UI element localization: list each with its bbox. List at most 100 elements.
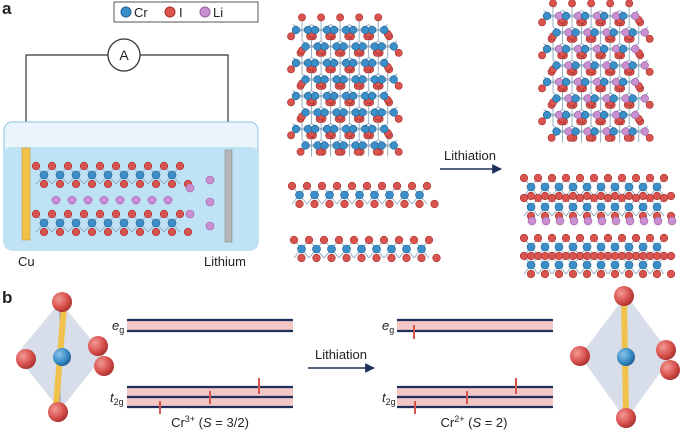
- cr-atom: [628, 94, 637, 103]
- i-atom: [183, 227, 193, 237]
- cr-atom: [628, 61, 637, 70]
- i-atom: [327, 253, 336, 263]
- cr-atom: [402, 244, 411, 254]
- cr-atom: [135, 218, 145, 228]
- cr-atom: [297, 244, 306, 254]
- cr-atom: [295, 190, 304, 200]
- cr-atom: [340, 190, 349, 200]
- i-atom: [432, 253, 441, 263]
- i-atom: [603, 233, 613, 243]
- octahedron-right: [570, 286, 680, 428]
- i-atom: [519, 233, 529, 243]
- cr-atom: [339, 141, 348, 150]
- li-atom: [564, 61, 573, 70]
- wire-left: [25, 54, 108, 148]
- cr-atom: [571, 127, 580, 136]
- cr-atom: [119, 170, 129, 180]
- i-atom: [349, 235, 359, 245]
- cr-atom: [542, 44, 552, 54]
- i-atom: [547, 193, 557, 203]
- i-atom: [561, 251, 571, 261]
- i-atom: [666, 191, 676, 201]
- li-atom: [593, 77, 602, 87]
- cr-atom: [387, 244, 396, 254]
- cell-crystal: [31, 161, 215, 237]
- i-atom: [533, 233, 543, 243]
- cr-atom: [582, 202, 592, 212]
- cr-atom: [580, 11, 590, 21]
- cr-atom: [103, 218, 113, 228]
- cr-atom: [526, 182, 536, 192]
- i-atom: [287, 181, 297, 191]
- i-atom: [103, 227, 113, 237]
- cr-atom: [600, 44, 609, 54]
- li-atom: [574, 110, 583, 120]
- cr-atom: [590, 28, 599, 37]
- eg-label-right: eg: [382, 318, 394, 335]
- i-atom: [575, 251, 585, 261]
- legend-li-swatch: [199, 6, 211, 18]
- lithiated-top-view: [538, 0, 654, 143]
- i-atom: [645, 233, 655, 243]
- i-atom: [652, 269, 662, 279]
- circuit-wires: [25, 54, 229, 150]
- cr-atom: [554, 182, 564, 192]
- cr-atom: [310, 25, 320, 35]
- cr-atom: [609, 28, 618, 37]
- i-atom: [526, 251, 536, 261]
- cr-atom: [368, 124, 377, 134]
- lithium-label: Lithium: [204, 254, 246, 269]
- i-atom: [610, 251, 620, 261]
- i-atom: [568, 269, 578, 279]
- i-atom: [540, 191, 550, 201]
- legend-i-label: I: [179, 5, 183, 20]
- cr-atom: [600, 77, 609, 87]
- cr-atom: [596, 242, 606, 252]
- li-atom: [640, 127, 649, 136]
- cr-atom: [320, 42, 329, 51]
- pristine-side-layer-2: [289, 235, 441, 263]
- cr-atom: [377, 75, 386, 84]
- i-atom: [296, 147, 305, 156]
- cr-atom: [600, 11, 609, 21]
- cr-atom: [361, 58, 370, 68]
- octahedron-left-i-left: [16, 349, 36, 369]
- li-atom: [569, 216, 579, 226]
- li-atom: [574, 44, 583, 54]
- cr-atom: [582, 182, 592, 192]
- cr-atom: [652, 182, 662, 192]
- cr-atom: [301, 141, 310, 150]
- i-atom: [568, 0, 576, 8]
- cr-atom: [310, 91, 320, 101]
- li-atom: [115, 195, 125, 205]
- i-atom: [310, 199, 319, 209]
- li-atom: [583, 94, 592, 103]
- cr-atom: [332, 141, 341, 150]
- i-atom: [589, 173, 599, 183]
- cu-label: Cu: [18, 254, 35, 269]
- cr-atom: [358, 108, 367, 117]
- li-atom: [621, 61, 630, 70]
- i-atom: [392, 181, 402, 191]
- cr-atom: [325, 190, 334, 200]
- li-atom: [564, 127, 573, 136]
- li-atom: [593, 110, 602, 120]
- i-atom: [561, 173, 571, 183]
- i-atom: [422, 181, 432, 191]
- ammeter-label: A: [119, 47, 129, 63]
- li-atom: [131, 195, 141, 205]
- i-atom: [119, 179, 129, 189]
- i-atom: [407, 181, 417, 191]
- cr-atom: [389, 108, 398, 117]
- li-atom: [67, 195, 77, 205]
- cr-atom: [332, 108, 341, 117]
- i-atom: [625, 0, 634, 8]
- cr-atom: [357, 244, 366, 254]
- cr-atom: [596, 202, 606, 212]
- li-atom: [631, 77, 640, 87]
- i-atom: [638, 269, 648, 279]
- i-atom: [638, 191, 648, 201]
- cr-atom: [351, 141, 360, 150]
- i-atom: [659, 173, 669, 183]
- i-atom: [87, 227, 97, 237]
